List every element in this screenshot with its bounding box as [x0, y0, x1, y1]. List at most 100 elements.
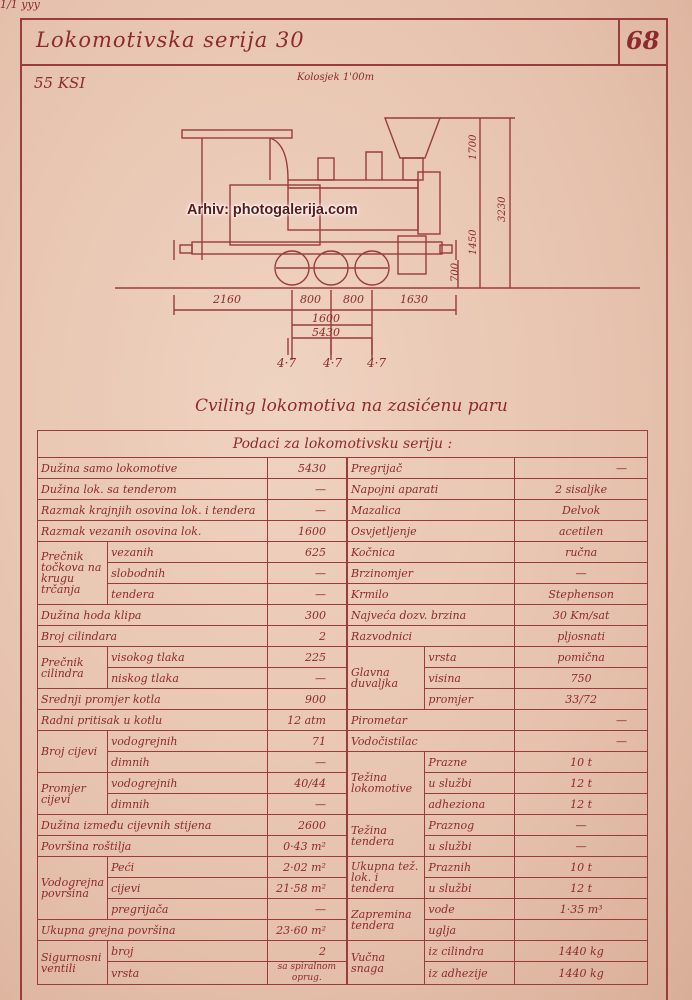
- watermark: Arhiv: photogalerija.com: [187, 202, 358, 218]
- series-code: 55 KSI: [34, 74, 86, 92]
- cell-sublabel: tendera: [107, 583, 268, 605]
- cell-value: —: [514, 562, 648, 584]
- top-rule: [20, 18, 668, 20]
- cell-value: 0·43 m²: [266, 835, 348, 857]
- cell-label: Vodočistilac: [345, 730, 516, 752]
- dim-700: 700: [450, 262, 461, 282]
- cell-sublabel: broj: [107, 940, 268, 962]
- cell-label: Dužina samo lokomotive: [37, 457, 268, 479]
- cell-value: 10 t: [514, 856, 648, 878]
- cell-sublabel: slobodnih: [107, 562, 268, 584]
- cell-label: Vučna snaga: [345, 940, 426, 985]
- cell-label: Težina lokomotive: [345, 751, 426, 815]
- cell-sublabel: u službi: [424, 772, 516, 794]
- cell-value: acetilen: [514, 520, 648, 542]
- cell-label: Brzinomjer: [345, 562, 516, 584]
- cell-value: —: [514, 730, 648, 752]
- cell-value: Stephenson: [514, 583, 648, 605]
- cell-label: Prečnik cilindra: [36, 646, 109, 689]
- cell-value: 1·35 m³: [514, 898, 648, 920]
- cell-value: pljosnati: [514, 625, 648, 647]
- right-rule: [666, 18, 668, 1000]
- cell-value: 12 t: [514, 877, 648, 899]
- dim-1600: 1600: [312, 312, 340, 325]
- cell-sublabel: vezanih: [107, 541, 268, 563]
- cell-label: Ukupna tež. lok. i tendera: [345, 856, 426, 899]
- cell-value: sa spiralnom oprug.: [266, 961, 348, 985]
- cell-label: Razvodnici: [345, 625, 516, 647]
- cell-sublabel: Prazne: [424, 751, 516, 773]
- cell-label: Zapremina tendera: [345, 898, 426, 941]
- cell-value: ručna: [514, 541, 648, 563]
- cell-value: 23·60 m²: [266, 919, 348, 941]
- cell-label: Kočnica: [345, 541, 516, 563]
- locomotive-drawing: [115, 117, 640, 360]
- cell-label: Razmak krajnjih osovina lok. i tendera: [37, 499, 268, 521]
- cell-sublabel: adheziona: [424, 793, 516, 815]
- cell-value: 1440 kg: [514, 961, 648, 985]
- chimney-top: [383, 117, 442, 159]
- cell-label: Najveća dozv. brzina: [345, 604, 516, 626]
- cell-sublabel: promjer: [424, 688, 516, 710]
- axle-load-1: 4·7: [277, 356, 297, 370]
- cell-value: —: [514, 457, 648, 479]
- cell-value: 40/44: [266, 772, 348, 794]
- cell-value: 2600: [266, 814, 348, 836]
- cell-value: 300: [266, 604, 348, 626]
- cell-label: Razmak vezanih osovina lok.: [37, 520, 268, 542]
- track-gauge-label: Kolosjek 1'00m: [297, 72, 375, 83]
- cell-value: —: [266, 751, 348, 773]
- cell-sublabel: u službi: [424, 877, 516, 899]
- cell-label: Pregrijač: [345, 457, 516, 479]
- cell-value: 30 Km/sat: [514, 604, 648, 626]
- cell-sublabel: vodogrejnih: [107, 730, 268, 752]
- cell-sublabel: dimnih: [107, 751, 268, 773]
- cell-label: Broj cilindara: [37, 625, 268, 647]
- cell-sublabel: iz adhezije: [424, 961, 516, 985]
- specs-table: Podaci za lokomotivsku seriju : Dužina s…: [36, 430, 648, 985]
- cell-value: 12 atm: [266, 709, 348, 731]
- sand-dome: [365, 151, 383, 180]
- dim-5430: 5430: [312, 326, 340, 339]
- cell-label: Vodogrejna površina: [36, 856, 109, 920]
- cell-sublabel: u službi: [424, 835, 516, 857]
- steam-dome: [317, 157, 335, 181]
- cell-label: Pirometar: [345, 709, 516, 731]
- cell-value: 5430: [266, 457, 348, 479]
- cell-value: Delvok: [514, 499, 648, 521]
- cell-value: 71: [266, 730, 348, 752]
- cell-value: 2·02 m²: [266, 856, 348, 878]
- header-bottom-rule: [20, 64, 668, 66]
- cell-value: 2: [266, 625, 348, 647]
- dim-800a: 800: [300, 293, 321, 306]
- cab-roof: [181, 129, 293, 139]
- cell-label: Težina tendera: [345, 814, 426, 857]
- cell-label: Dužina hoda klipa: [37, 604, 268, 626]
- cell-label: Osvjetljenje: [345, 520, 516, 542]
- cell-value: 21·58 m²: [266, 877, 348, 899]
- cell-value: 900: [266, 688, 348, 710]
- cell-label: Dužina lok. sa tenderom: [37, 478, 268, 500]
- cell-value: 750: [514, 667, 648, 689]
- cell-label: Radni pritisak u kotlu: [37, 709, 268, 731]
- page-title: Lokomotivska serija 30: [36, 28, 305, 52]
- cell-label: Promjer cijevi: [36, 772, 109, 815]
- cell-sublabel: cijevi: [107, 877, 268, 899]
- cell-value: —: [514, 835, 648, 857]
- cell-value: 2: [266, 940, 348, 962]
- cell-value: 33/72: [514, 688, 648, 710]
- top-mark: 1/1 yyy: [0, 0, 40, 11]
- cell-sublabel: dimnih: [107, 793, 268, 815]
- cell-sublabel: vode: [424, 898, 516, 920]
- cell-value: —: [266, 793, 348, 815]
- page-number-divider: [618, 18, 620, 64]
- page-number: 68: [626, 26, 660, 55]
- dim-800b: 800: [343, 293, 364, 306]
- cell-label: Krmilo: [345, 583, 516, 605]
- cell-label: Napojni aparati: [345, 478, 516, 500]
- cell-sublabel: vodogrejnih: [107, 772, 268, 794]
- left-rule: [20, 18, 22, 1000]
- smokebox: [417, 171, 441, 235]
- cell-value: —: [266, 499, 348, 521]
- cell-value: —: [514, 814, 648, 836]
